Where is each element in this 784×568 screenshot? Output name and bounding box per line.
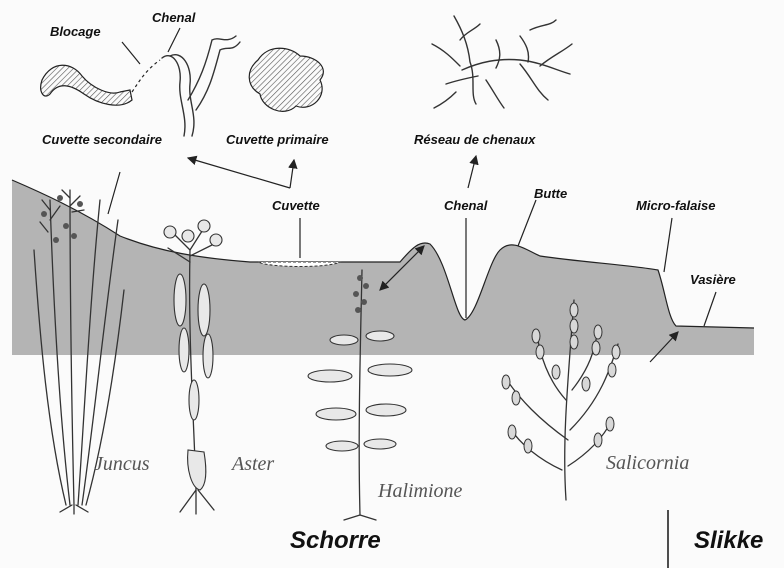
label-cuvette: Cuvette — [272, 198, 320, 213]
chenal-sketch — [162, 36, 240, 136]
label-micro-falaise: Micro-falaise — [636, 198, 715, 213]
label-butte: Butte — [534, 186, 567, 201]
leader-chenal-top — [168, 28, 180, 52]
species-halimione: Halimione — [377, 480, 463, 502]
leader-butte — [518, 200, 536, 246]
label-cuvette-secondaire: Cuvette secondaire — [42, 132, 162, 147]
label-reseau: Réseau de chenaux — [414, 132, 536, 147]
species-juncus: Juncus — [94, 453, 150, 475]
leader-cuvette-secondaire — [108, 172, 120, 214]
cuvette-primaire-sketch — [249, 48, 323, 111]
label-cuvette-primaire: Cuvette primaire — [226, 132, 329, 147]
label-chenal-top: Chenal — [152, 10, 196, 25]
label-chenal: Chenal — [444, 198, 488, 213]
zone-slikke: Slikke — [694, 527, 763, 554]
zone-schorre: Schorre — [290, 527, 381, 554]
cuvette-secondaire-sketch — [41, 60, 160, 105]
species-salicornia: Salicornia — [606, 452, 689, 474]
arrow-to-cuvette-primaire — [290, 160, 294, 188]
arrow-to-cuvette-secondaire — [188, 158, 290, 188]
arrow-to-reseau — [468, 156, 476, 188]
label-vasiere: Vasière — [690, 272, 736, 287]
leader-blocage — [122, 42, 140, 64]
species-aster: Aster — [230, 453, 274, 475]
leader-micro-falaise — [664, 218, 672, 272]
label-blocage: Blocage — [50, 24, 101, 39]
reseau-chenaux-sketch — [432, 16, 572, 108]
leader-vasiere — [704, 292, 716, 326]
